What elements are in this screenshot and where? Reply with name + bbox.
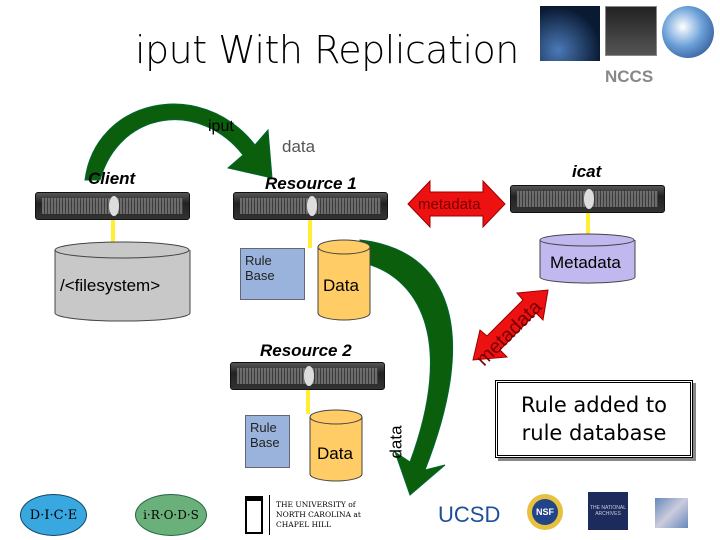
metadata-label-h: metadata — [418, 196, 481, 213]
metadata-diag-arrow — [472, 289, 549, 361]
connector — [586, 213, 590, 235]
icat-label: icat — [572, 162, 602, 181]
client-server — [35, 192, 190, 220]
rule-base-1: Rule Base — [240, 248, 305, 300]
resource1-server — [233, 192, 388, 220]
metadata-store-label: Metadata — [550, 253, 621, 272]
data-1-label: Data — [323, 276, 359, 295]
data-cylinder-2 — [309, 409, 363, 482]
metadata-cylinder — [539, 233, 636, 284]
data-label-top: data — [282, 137, 316, 156]
irods-logo: i·R·O·D·S — [135, 494, 207, 536]
callout-text: Rule added to rule database — [521, 393, 667, 445]
connector — [308, 220, 312, 248]
icat-server — [510, 185, 665, 213]
rule-base-2: Rule Base — [245, 415, 290, 468]
page-title: iput With Replication — [135, 28, 519, 72]
resource2-server — [230, 362, 385, 390]
dice-logo: D·I·C·E — [20, 494, 87, 536]
resource2-label: Resource 2 — [260, 341, 352, 360]
globe-image — [662, 6, 714, 58]
resource1-label: Resource 1 — [265, 174, 357, 193]
filesystem-label: /<filesystem> — [60, 276, 161, 295]
data-2-label: Data — [317, 444, 353, 463]
unc-logo: THE UNIVERSITY of NORTH CAROLINA at CHAP… — [245, 492, 395, 537]
connector — [306, 390, 310, 414]
earth-image — [540, 6, 600, 61]
metadata-h-arrow — [407, 179, 506, 229]
globe-logo — [655, 498, 688, 528]
filesystem-cylinder — [54, 241, 191, 322]
data-cylinder-1 — [317, 239, 371, 321]
iput-arrow — [84, 103, 273, 181]
client-label: Client — [88, 169, 136, 188]
rule-added-callout: Rule added to rule database — [495, 380, 693, 458]
connector — [111, 220, 115, 248]
nsf-logo: NSF — [527, 494, 563, 530]
iput-label: iput — [208, 118, 234, 135]
nccs-logo: NCCS — [605, 67, 654, 86]
replication-arrow — [359, 239, 453, 496]
shuttle-image — [605, 6, 657, 56]
archives-logo: THE NATIONAL ARCHIVES — [588, 492, 628, 530]
ucsd-logo: UCSD — [438, 502, 501, 527]
